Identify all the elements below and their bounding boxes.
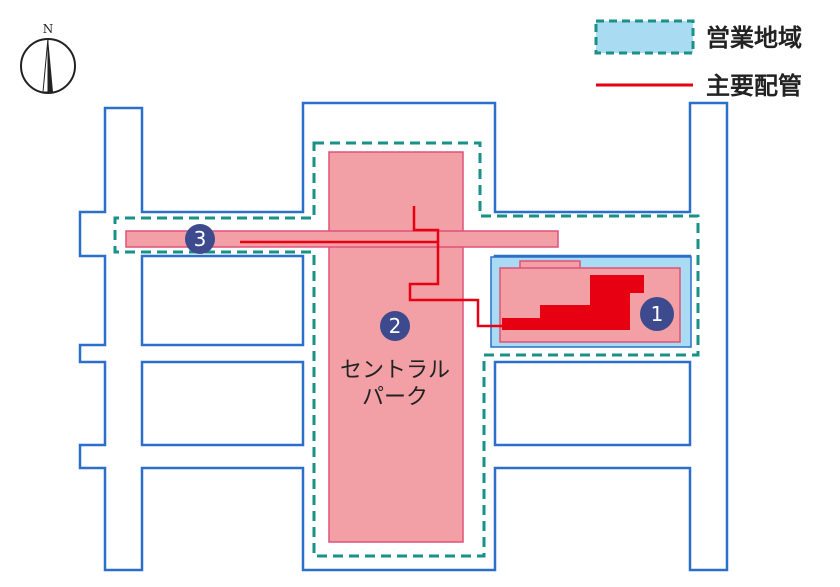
legend-business-area-label: 営業地域 [706,24,802,52]
legend: 営業地域 主要配管 [594,19,802,100]
main-pipe-branch [412,206,440,242]
area-1-plant [502,275,644,330]
legend-main-pipe-label: 主要配管 [706,72,802,100]
legend-business-area-swatch [594,19,695,55]
area-badge-3: 3 [185,224,215,254]
compass: N [20,22,76,94]
area-badge-1: 1 [640,297,674,331]
area-badge-1-label: 1 [651,302,664,326]
business-area-boundary [113,141,700,558]
area-badge-2: 2 [380,311,410,341]
area-badge-2-label: 2 [389,314,402,338]
block [493,360,692,447]
north-arrow-icon-outline [42,37,49,93]
block [140,254,305,347]
business-area-dashed-outline [113,141,700,558]
area-3-strip [125,230,559,248]
compass-north-label: N [43,22,54,36]
area-badge-3-label: 3 [194,227,207,251]
block [140,360,305,447]
north-arrow-icon [48,38,53,92]
central-park-name-line1: セントラル [340,358,450,383]
central-park [328,151,464,543]
main-pipe [240,240,502,328]
central-park-name-line2: パーク [362,385,428,410]
